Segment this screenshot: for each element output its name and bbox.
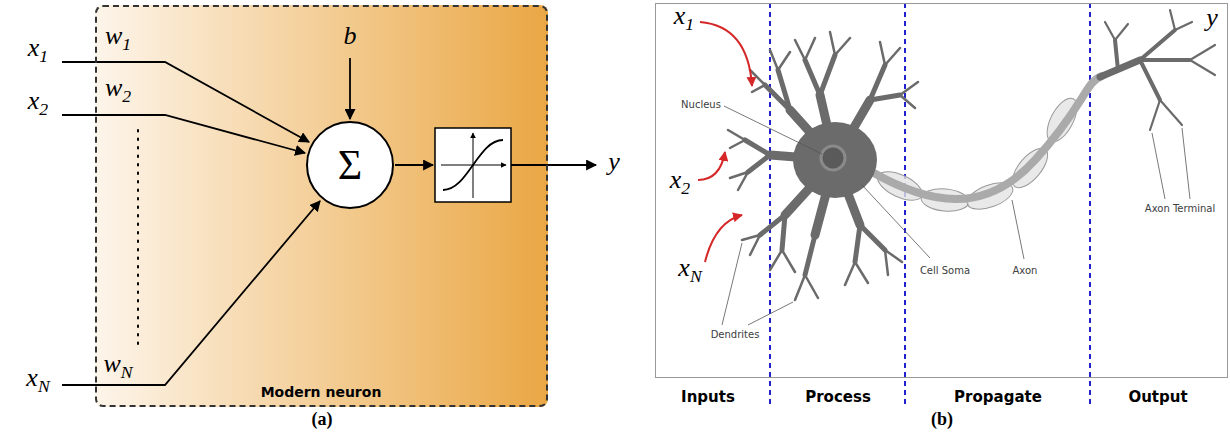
- leader-lines: [722, 106, 1190, 325]
- input-symbol: x2: [28, 87, 48, 120]
- output-symbol: y: [608, 148, 620, 177]
- divider: [904, 3, 906, 408]
- input-symbol: xN: [26, 364, 49, 397]
- ellipsis-dots: [137, 130, 139, 350]
- input-wire: [62, 201, 320, 385]
- cell-soma: [793, 122, 877, 198]
- panel-tag: (b): [931, 410, 953, 430]
- stage-label: Propagate: [954, 389, 1042, 406]
- input-wires: [62, 58, 596, 385]
- stage-label: Output: [1128, 389, 1187, 406]
- bias-symbol: b: [344, 22, 357, 51]
- panel-ground: [95, 5, 548, 407]
- stage-label: Inputs: [681, 389, 735, 406]
- part-label: Cell Soma: [920, 265, 970, 276]
- weight-symbol: w1: [105, 22, 131, 55]
- divider: [769, 3, 771, 408]
- activation-frame: [435, 128, 511, 202]
- part-label: Axon Terminal: [1145, 203, 1215, 214]
- neuron-illustration-frame: x1 yNucleus x2 xN Cell Soma Axon Axon Terminal…: [655, 3, 1228, 378]
- part-label: Nucleus: [681, 99, 721, 110]
- dendrites: [728, 32, 918, 300]
- input-symbol: x2: [670, 166, 690, 199]
- input-symbol: x1: [28, 34, 48, 67]
- stage-dividers: [770, 3, 1090, 408]
- summation-circle: Σ: [306, 121, 394, 209]
- part-label: Dendrites: [711, 329, 760, 340]
- activation-box: [435, 128, 511, 202]
- input-symbol: x1: [674, 2, 694, 35]
- sum-symbol: Σ: [338, 142, 362, 188]
- input-symbol: xN: [678, 254, 701, 287]
- weight-symbol: w2: [105, 74, 131, 107]
- neuron-panel: Σ Modern neuron: [95, 5, 548, 407]
- part-label: Axon: [1013, 265, 1038, 276]
- input-wire: [62, 115, 305, 153]
- bias-wire: [349, 58, 351, 119]
- axon: [872, 76, 1102, 199]
- output-wire: [511, 164, 596, 166]
- panel-title: Modern neuron: [261, 385, 382, 400]
- divider: [1089, 3, 1091, 408]
- input-arrows: [698, 22, 752, 262]
- input-wire: [62, 62, 309, 142]
- nucleus: [821, 146, 845, 170]
- stage-label: Process: [805, 389, 871, 406]
- output-symbol: y: [1206, 4, 1218, 33]
- panel-tag: (a): [312, 410, 333, 430]
- axon-terminal: [1100, 10, 1215, 130]
- weight-symbol: wN: [103, 350, 132, 383]
- sum-output-wire: [395, 164, 433, 166]
- sigmoid-curve: [443, 140, 503, 190]
